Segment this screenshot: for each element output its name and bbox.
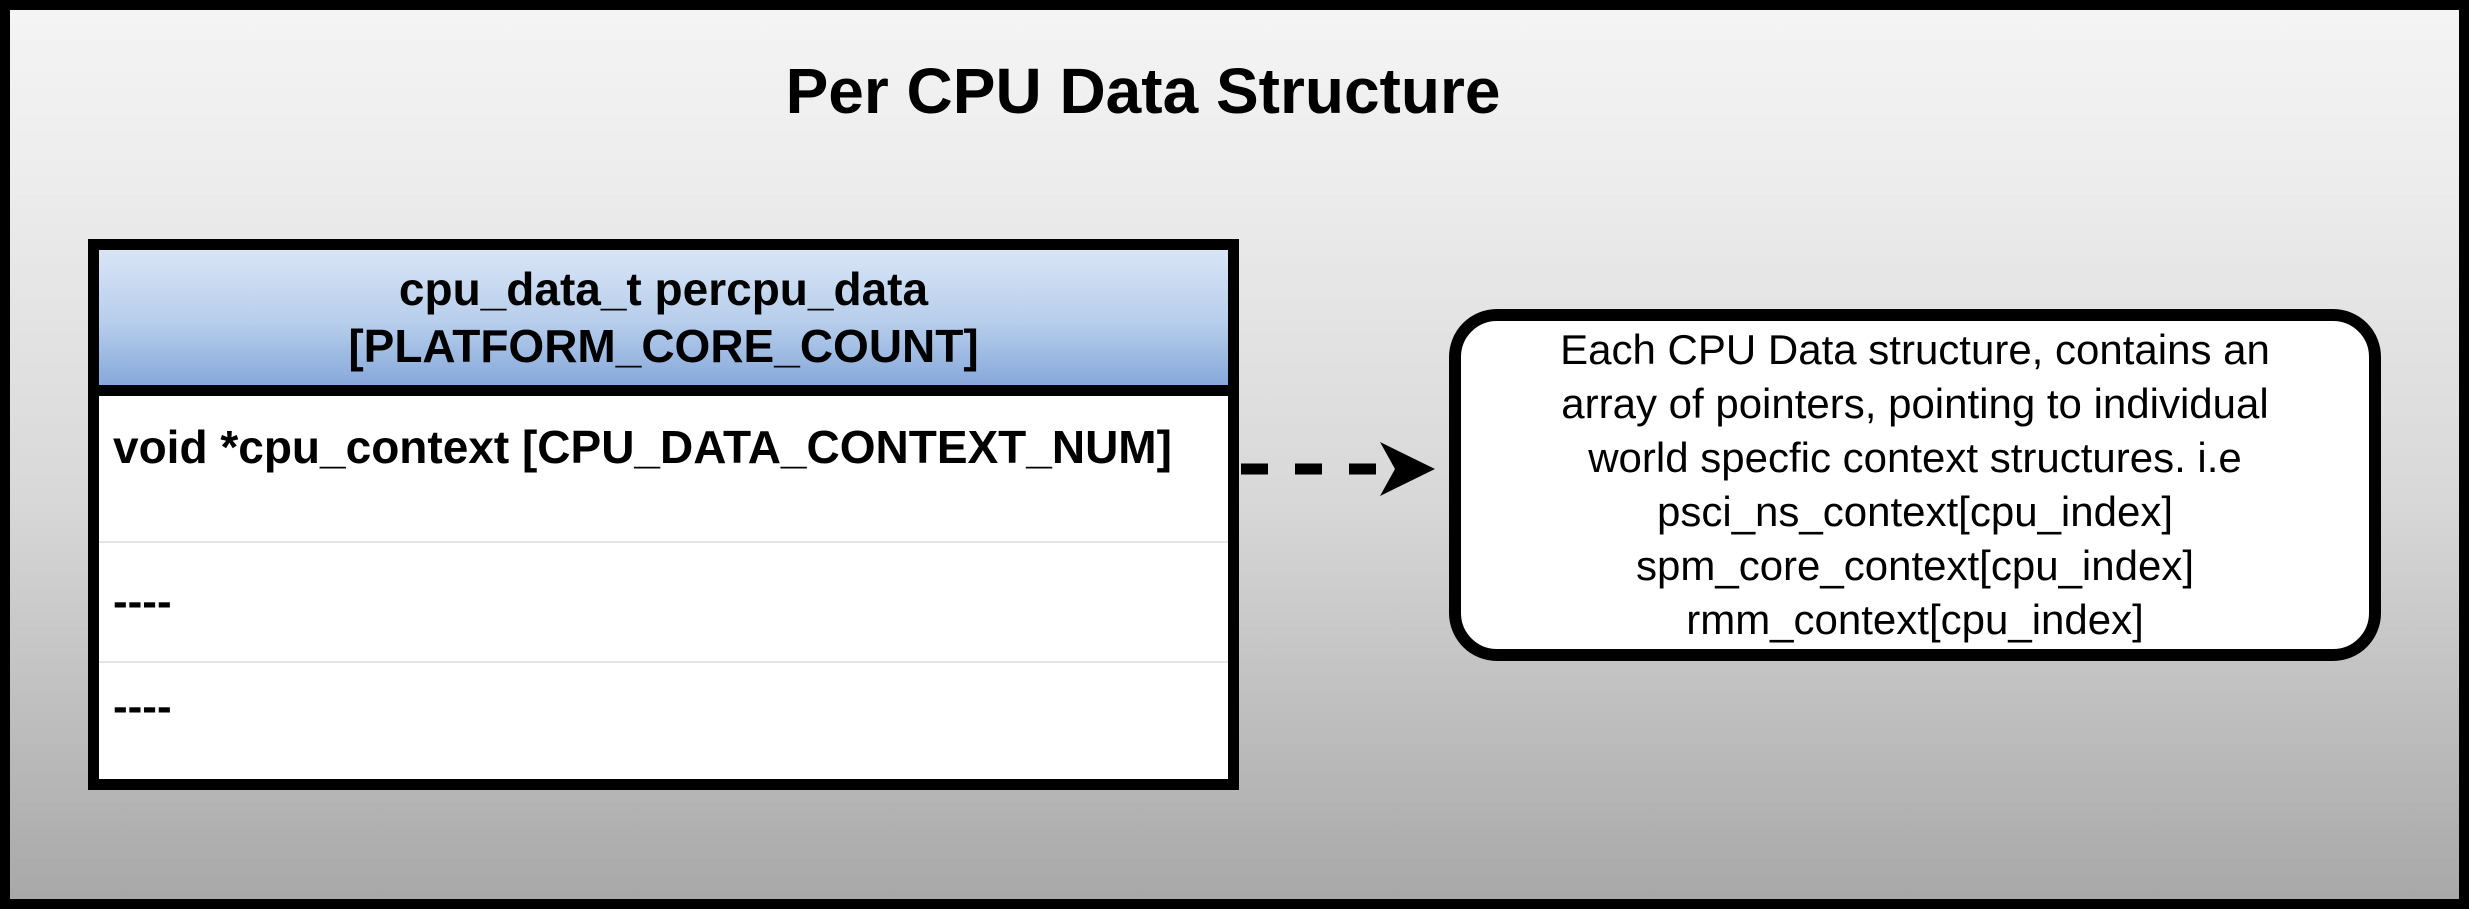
row-divider <box>99 661 1228 663</box>
page-title: Per CPU Data Structure <box>785 55 1501 127</box>
table-row-text: void *cpu_context [CPU_DATA_CONTEXT_NUM] <box>113 421 1172 473</box>
dashed-arrow-icon <box>1239 438 1451 500</box>
table-row-text: ---- <box>113 682 172 731</box>
callout-line: rmm_context[cpu_index] <box>1686 596 2144 643</box>
row-divider <box>99 541 1228 543</box>
table-header-line1: cpu_data_t percpu_data <box>398 262 929 315</box>
table-header-line2: [PLATFORM_CORE_COUNT] <box>348 319 979 372</box>
table-row-cpu-context: void *cpu_context [CPU_DATA_CONTEXT_NUM] <box>99 396 1228 541</box>
callout-line: world specfic context structures. i.e <box>1588 434 2242 481</box>
callout-line: psci_ns_context[cpu_index] <box>1657 488 2173 535</box>
cpu-data-table: cpu_data_t percpu_data [PLATFORM_CORE_CO… <box>88 239 1239 790</box>
callout-note: Each CPU Data structure, contains an arr… <box>1449 309 2381 661</box>
callout-line: array of pointers, pointing to individua… <box>1561 380 2269 427</box>
callout-line: spm_core_context[cpu_index] <box>1636 542 2194 589</box>
table-body: void *cpu_context [CPU_DATA_CONTEXT_NUM]… <box>99 396 1228 779</box>
table-row-placeholder: ---- <box>99 543 1228 661</box>
table-row-text: ---- <box>113 577 172 626</box>
callout-line: Each CPU Data structure, contains an <box>1560 326 2270 373</box>
table-row-placeholder: ---- <box>99 663 1228 779</box>
table-header: cpu_data_t percpu_data [PLATFORM_CORE_CO… <box>99 250 1228 396</box>
